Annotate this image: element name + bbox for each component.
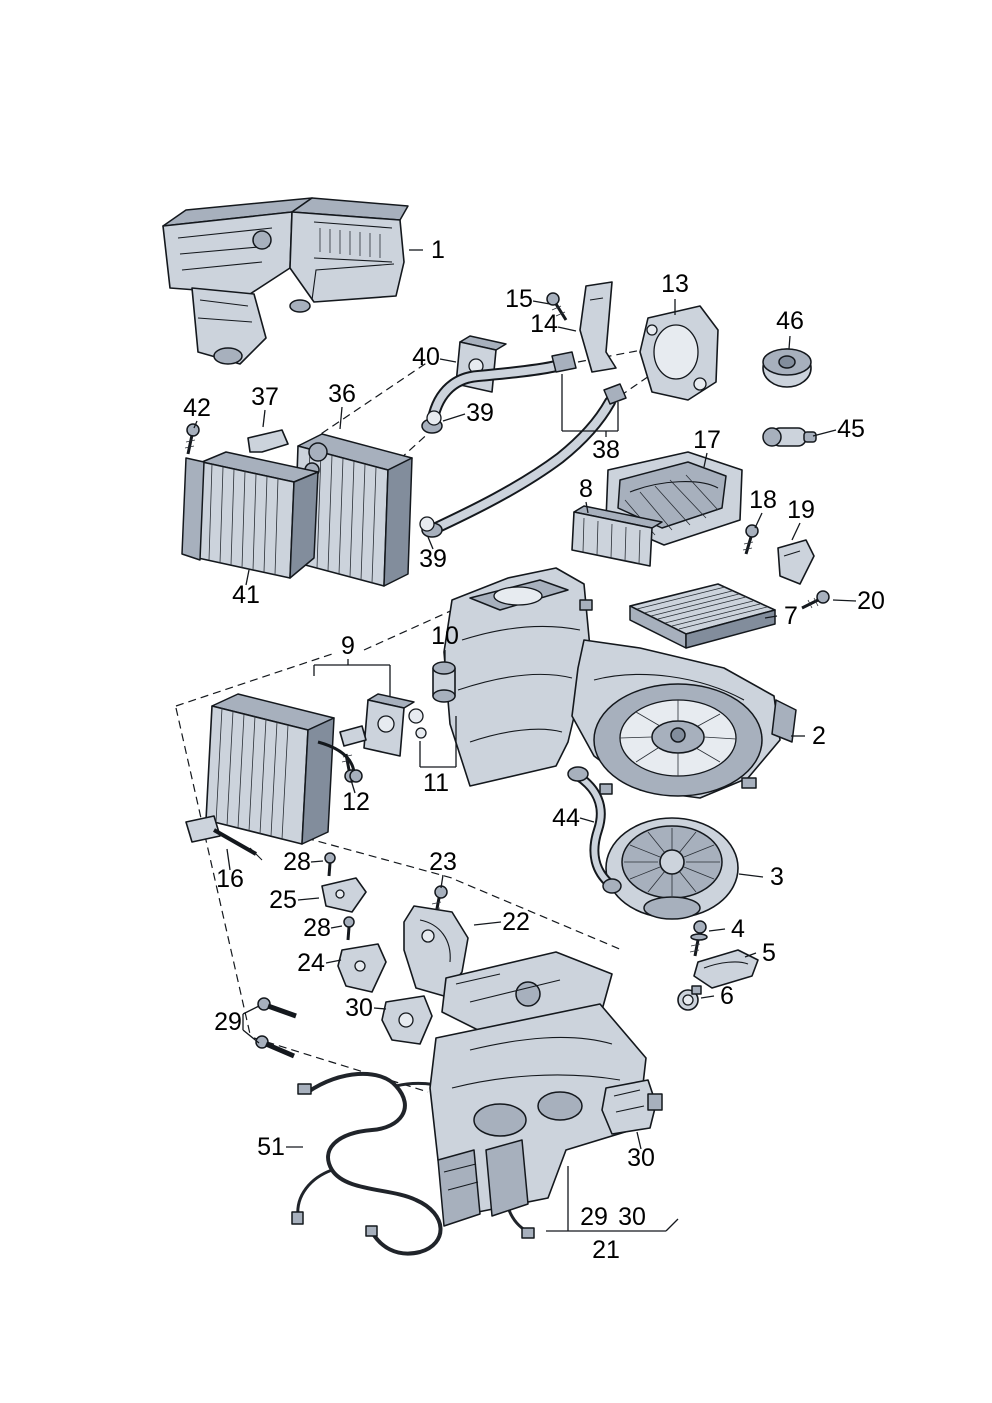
part-label-5: 5 [762, 939, 776, 967]
part-11-orings [408, 708, 427, 739]
part-label-3: 3 [770, 863, 784, 891]
part-9-expansion-valve [363, 693, 415, 757]
part-3-blower-motor [605, 817, 739, 920]
part-label-21: 21 [592, 1236, 620, 1264]
part-label-1: 1 [431, 236, 445, 264]
part-label-46: 46 [776, 307, 804, 335]
part-label-17: 17 [693, 426, 721, 454]
part-18-screw [742, 524, 759, 555]
part-10-valve-cylinder [432, 661, 456, 703]
part-label-22: 22 [502, 908, 530, 936]
part-16-sensor [185, 815, 263, 861]
fan-blades [624, 828, 720, 896]
part-14-bracket [579, 281, 617, 373]
part-9-clamp [339, 725, 367, 747]
part-label-7: 7 [784, 602, 798, 630]
part-42-screw [184, 423, 200, 455]
part-label-11: 11 [423, 769, 449, 797]
part-15-screw [546, 292, 568, 321]
part-label-25: 25 [269, 886, 297, 914]
part-19-retainer [777, 539, 815, 585]
part-label-2: 2 [812, 722, 826, 750]
part-6-clamp [677, 985, 702, 1011]
part-label-51: 51 [257, 1133, 285, 1161]
part-label-44: 44 [552, 804, 580, 832]
part-label-29-bottom: 29 [580, 1203, 608, 1231]
part-label-12: 12 [342, 788, 370, 816]
part-label-41: 41 [232, 581, 260, 609]
part-label-39a: 39 [466, 399, 494, 427]
part-30-bracket-left [381, 995, 433, 1045]
part-8-seal-frame [571, 505, 663, 567]
part-46-grommet [762, 348, 812, 388]
part-30-actuator [601, 1079, 663, 1135]
part-4-screw [689, 920, 708, 957]
part-label-24: 24 [297, 949, 325, 977]
part-39-oring-upper [421, 410, 443, 434]
part-45-valve [762, 427, 817, 447]
part-label-13: 13 [661, 270, 689, 298]
part-38-refrigerant-pipes [419, 351, 627, 538]
part-label-28a: 28 [283, 848, 311, 876]
part-label-15: 15 [505, 285, 533, 313]
part-label-45: 45 [837, 415, 865, 443]
part-label-19: 19 [787, 496, 815, 524]
part-label-8: 8 [579, 475, 593, 503]
part-25-bracket [321, 877, 367, 913]
part-22-bracket [403, 905, 469, 997]
part-label-6: 6 [720, 982, 734, 1010]
part-label-36: 36 [328, 380, 356, 408]
part-labels: 1 15 14 13 46 40 39 38 17 45 42 37 36 8 … [183, 236, 885, 1264]
part-label-28b: 28 [303, 914, 331, 942]
part-28-screw-upper [324, 852, 336, 877]
part-1-heater-ac-unit-assembly [162, 197, 409, 365]
part-13-mounting-plate [639, 305, 719, 401]
part-label-10: 10 [431, 622, 459, 650]
part-39-oring-lower [419, 516, 443, 538]
part-label-16: 16 [216, 865, 244, 893]
part-5-cover [693, 949, 759, 989]
part-label-4: 4 [731, 915, 745, 943]
part-label-23: 23 [429, 848, 457, 876]
part-24-bracket [337, 943, 387, 993]
part-41-heater-core [181, 451, 319, 579]
part-label-29: 29 [214, 1008, 242, 1036]
part-label-30-bottom: 30 [618, 1203, 646, 1231]
part-37-bracket [247, 429, 289, 453]
part-label-14: 14 [530, 310, 558, 338]
part-label-18: 18 [749, 486, 777, 514]
part-7-pollen-filter [629, 583, 776, 649]
part-label-42: 42 [183, 394, 211, 422]
leader-lines [193, 249, 857, 1232]
part-21-lower-housing [429, 951, 647, 1227]
part-label-30a: 30 [345, 994, 373, 1022]
part-29-pins [255, 997, 297, 1059]
heater-core-lower [205, 693, 363, 845]
part-label-9: 9 [341, 632, 355, 660]
part-label-37: 37 [251, 383, 279, 411]
part-2-blower-housing [443, 567, 797, 799]
part-44-drain-hose [567, 766, 622, 894]
part-label-30b: 30 [627, 1144, 655, 1172]
part-label-20: 20 [857, 587, 885, 615]
part-28-screw-lower [343, 916, 355, 941]
part-label-39b: 39 [419, 545, 447, 573]
construction-lines [175, 349, 653, 1093]
part-label-38: 38 [592, 436, 620, 464]
part-label-40: 40 [412, 343, 440, 371]
part-20-screw [801, 590, 830, 610]
